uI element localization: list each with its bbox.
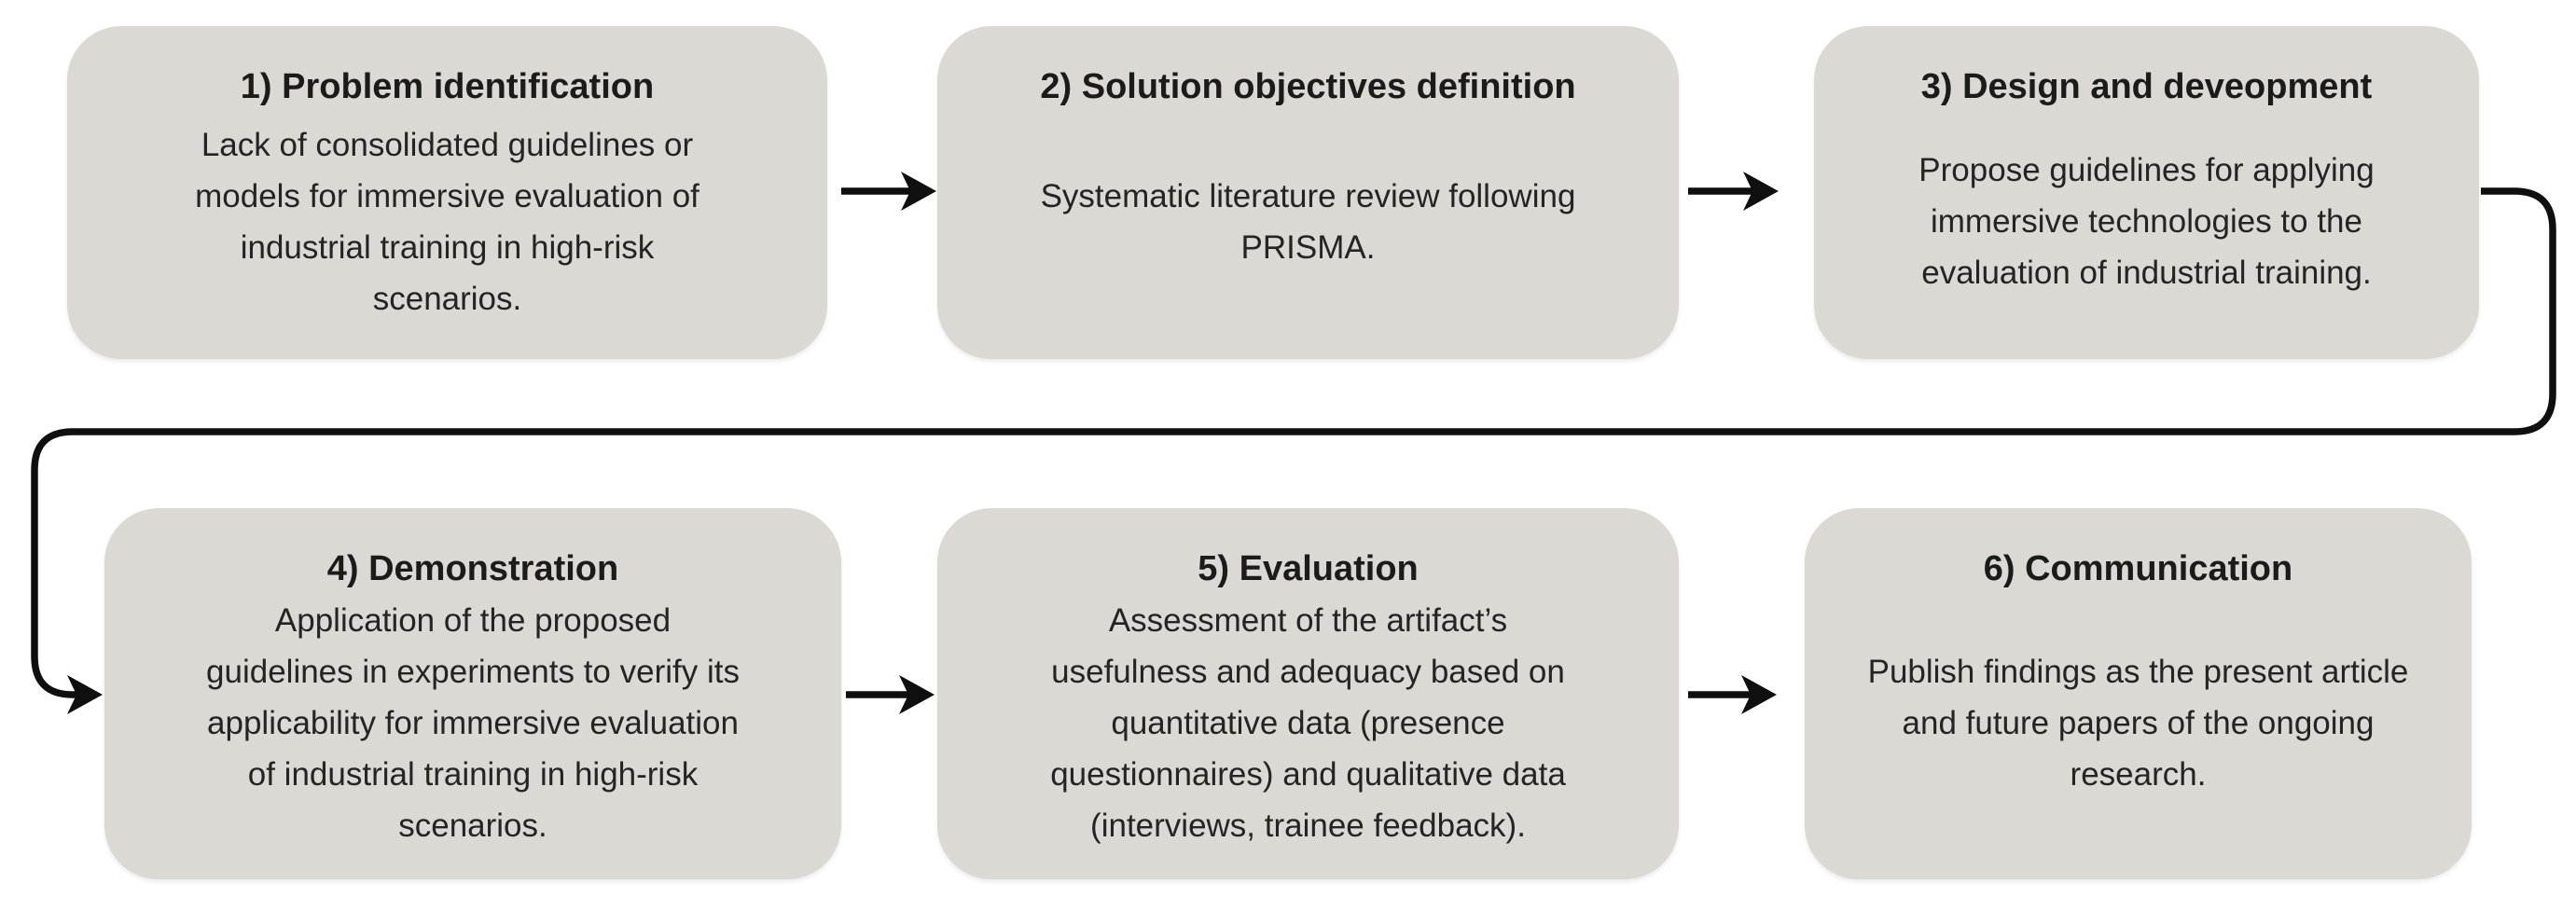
step-body: Systematic literature review following P…: [1040, 177, 1576, 266]
step-title: 6) Communication: [1983, 549, 2293, 588]
flow-arrow-2-3: [1688, 172, 1779, 211]
step-body: Application of the proposed guidelines i…: [206, 601, 740, 844]
step-box-demonstration: 4) Demonstration Application of the prop…: [104, 508, 841, 879]
step-body: Lack of consolidated guidelines or model…: [195, 126, 699, 317]
step-title: 5) Evaluation: [1198, 549, 1419, 588]
step-title: 4) Demonstration: [326, 549, 619, 588]
step-body: Publish findings as the present article …: [1867, 653, 2409, 793]
flow-arrow-5-6: [1688, 675, 1777, 714]
step-box-evaluation: 5) Evaluation Assessment of the artifact…: [937, 508, 1679, 879]
flow-arrow-4-5: [846, 675, 935, 714]
flow-arrow-1-2: [841, 172, 936, 211]
step-title: 2) Solution objectives definition: [1040, 67, 1576, 106]
step-box-communication: 6) Communication Publish findings as the…: [1805, 508, 2472, 879]
step-body: Propose guidelines for applying immersiv…: [1918, 152, 2375, 291]
step-body: Assessment of the artifact’s usefulness …: [1050, 601, 1566, 844]
step-box-problem-identification: 1) Problem identification Lack of consol…: [67, 26, 827, 359]
step-box-design-and-development: 3) Design and deveopment Propose guideli…: [1814, 26, 2479, 359]
step-title: 1) Problem identification: [240, 67, 655, 106]
step-box-solution-objectives-definition: 2) Solution objectives definition System…: [937, 26, 1679, 359]
step-title: 3) Design and deveopment: [1920, 67, 2373, 106]
